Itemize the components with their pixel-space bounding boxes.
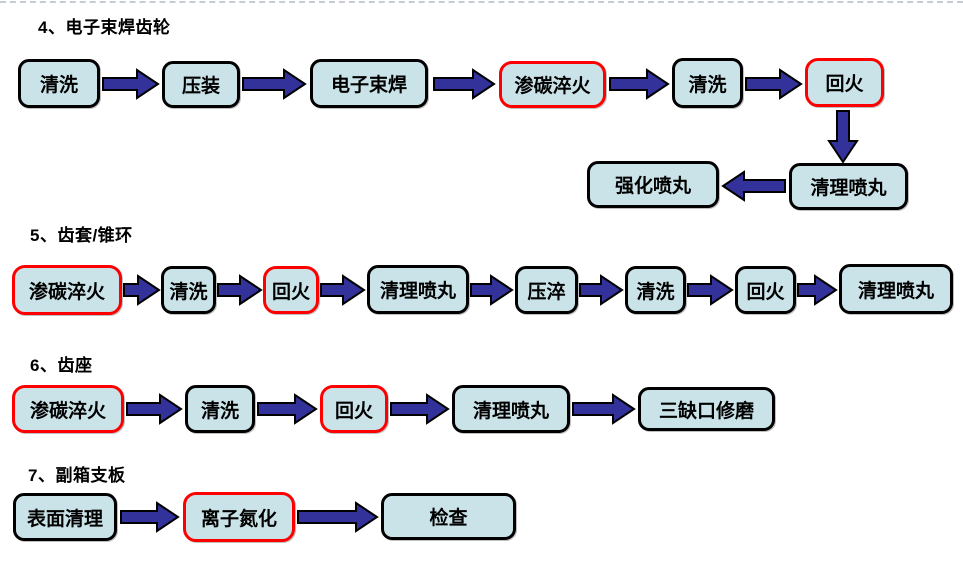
- flow-node-highlighted: 回火: [805, 58, 884, 107]
- flow-node-highlighted: 离子氮化: [183, 492, 295, 542]
- flow-arrow-right: [257, 393, 318, 425]
- flow-arrow-right: [297, 501, 379, 533]
- flow-arrow-right: [320, 274, 366, 306]
- flow-arrow-right: [123, 274, 161, 306]
- flow-arrow-right: [102, 68, 160, 100]
- flow-arrow-right: [797, 274, 838, 306]
- flow-node: 清洗: [625, 266, 686, 314]
- flow-node-highlighted: 回火: [320, 385, 388, 433]
- flow-node: 清洗: [161, 266, 216, 314]
- flow-arrow-left: [721, 170, 786, 202]
- flow-node: 三缺口修磨: [638, 387, 775, 431]
- flow-node: 强化喷丸: [587, 161, 719, 208]
- flow-node-highlighted: 渗碳淬火: [499, 61, 606, 108]
- flow-arrow-right: [572, 393, 636, 425]
- flow-arrow-down: [827, 110, 859, 164]
- flow-arrow-right: [433, 68, 496, 100]
- flow-arrow-right: [217, 274, 263, 306]
- flow-node: 表面清理: [13, 493, 117, 541]
- flow-node-highlighted: 渗碳淬火: [12, 265, 122, 315]
- flow-node: 清理喷丸: [839, 264, 953, 314]
- top-dashed-border: [0, 1, 963, 3]
- section-heading-6: 6、齿座: [30, 356, 93, 375]
- flow-node: 压装: [162, 61, 240, 108]
- flow-arrow-right: [126, 393, 183, 425]
- flow-arrow-right: [745, 68, 803, 100]
- flow-arrow-right: [242, 68, 307, 100]
- flow-arrow-right: [579, 274, 624, 306]
- section-heading-4: 4、电子束焊齿轮: [38, 18, 171, 37]
- flow-node: 回火: [735, 266, 796, 314]
- flow-node-highlighted: 回火: [263, 266, 319, 314]
- flow-node: 检查: [381, 493, 516, 540]
- flow-arrow-right: [470, 274, 514, 306]
- flow-node: 清理喷丸: [789, 163, 908, 210]
- flow-node: 清洗: [672, 58, 743, 108]
- flow-arrow-right: [390, 393, 450, 425]
- flow-node: 压淬: [515, 266, 578, 314]
- flow-arrow-right: [609, 68, 670, 100]
- flow-arrow-right: [120, 501, 180, 533]
- flow-node: 清洗: [185, 385, 255, 433]
- flow-arrow-right: [687, 274, 734, 306]
- flow-node: 清洗: [18, 59, 100, 108]
- section-heading-5: 5、齿套/锥环: [30, 226, 133, 245]
- flow-node-highlighted: 渗碳淬火: [12, 385, 124, 433]
- section-heading-7: 7、副箱支板: [28, 466, 126, 485]
- flow-node: 电子束焊: [310, 59, 428, 108]
- flow-node: 清理喷丸: [367, 265, 469, 314]
- flow-node: 清理喷丸: [452, 385, 570, 433]
